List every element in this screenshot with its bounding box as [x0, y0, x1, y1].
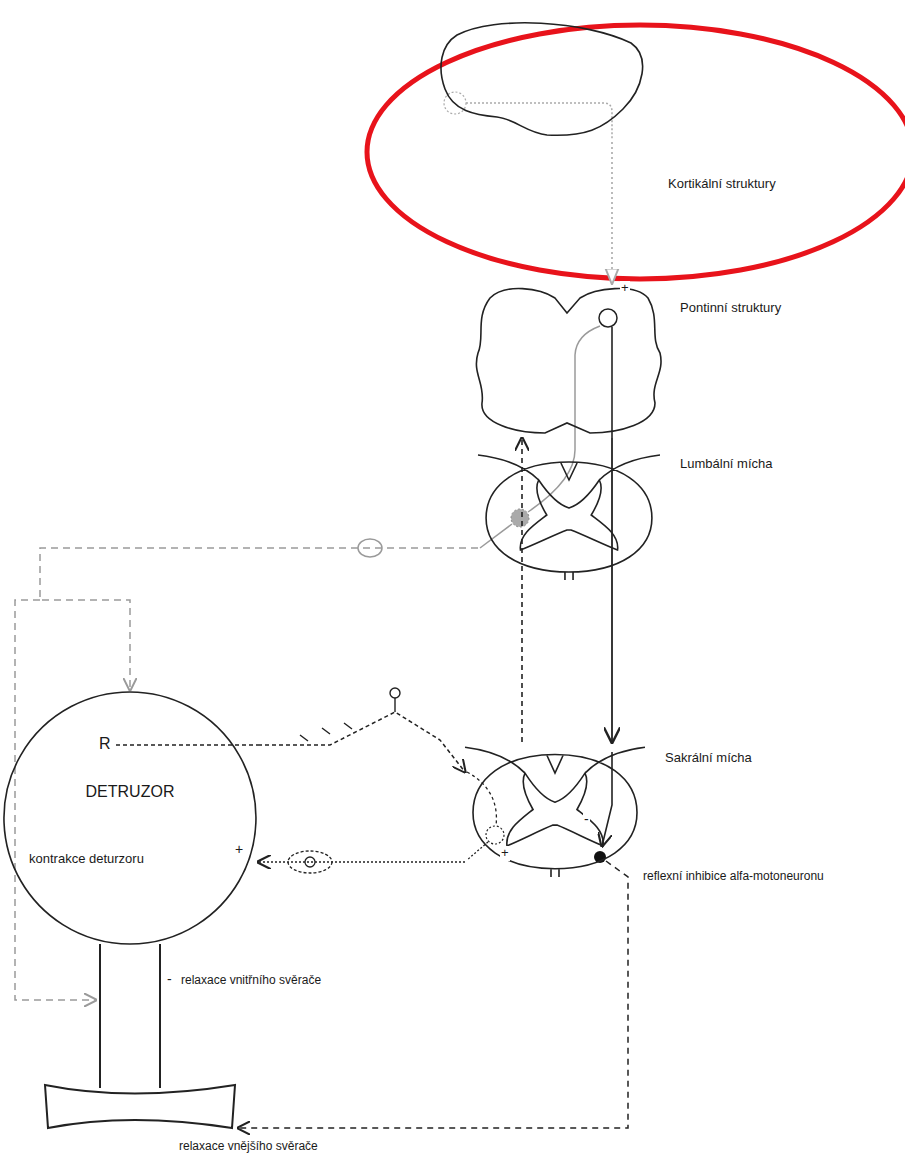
sphincter-branch	[15, 600, 96, 1000]
nerve-pathway	[258, 712, 465, 772]
pontine-axon	[611, 327, 613, 438]
effect-label: reflexní inhibice alfa-motoneuronu	[642, 870, 825, 884]
lumbar-neuron	[511, 509, 529, 527]
sign-label: +	[620, 281, 630, 296]
sign-label: -	[166, 971, 173, 987]
cord-shape	[465, 747, 645, 877]
pons-outline	[470, 283, 665, 438]
effect-label: relaxace vnějšího svěrače	[178, 1140, 319, 1154]
cortex-shape	[441, 23, 643, 135]
bladder-detrusor: DETRUZOR	[2, 690, 258, 946]
dorsal-root-ganglion	[390, 688, 400, 698]
sacral-neuron	[486, 826, 504, 844]
pons-shape	[476, 289, 661, 433]
sacral-afferent	[467, 772, 496, 826]
lumbar-input	[528, 450, 575, 512]
structure-heading: Lumbální mícha	[680, 456, 773, 472]
receptor-label: R	[98, 735, 112, 753]
structure-heading: Kortikální struktury	[668, 176, 776, 192]
nerve-pathway	[611, 438, 613, 742]
cord-outline	[465, 742, 645, 877]
effect-label: relaxace vnitřního svěrače	[180, 974, 322, 988]
organ-name: DETRUZOR	[86, 782, 175, 801]
bladder-neck	[100, 944, 160, 1088]
cord-outline	[478, 450, 660, 580]
cortical-structure: Kortikální struktury	[435, 15, 647, 142]
nerve-pathway	[611, 142, 613, 283]
pontine-structure: Pontinní struktury	[470, 283, 665, 438]
circle-shape	[4, 692, 256, 944]
spinal-cord-section: Lumbální mícha	[478, 450, 660, 580]
pontine-lumbar-axon	[575, 326, 600, 438]
ganglion-stalk	[394, 698, 395, 712]
effect-label: kontrakce deturzoru	[28, 852, 145, 867]
spinal-cord-section: Sakrální mícha	[465, 742, 645, 877]
nerve-pathway	[40, 548, 478, 690]
sign-label: +	[500, 846, 510, 861]
circle-outline	[2, 690, 258, 946]
pontine-neuron	[599, 309, 617, 327]
ganglion-cell	[305, 857, 315, 867]
lumbar-output	[480, 524, 512, 548]
structure-heading: Pontinní struktury	[680, 300, 781, 316]
structure-heading: Sakrální mícha	[665, 750, 752, 766]
cortical-axon	[466, 103, 612, 140]
sign-label: -	[583, 811, 590, 827]
sign-label: +	[234, 841, 244, 857]
nerve-pathway	[521, 438, 523, 742]
nerve-pathway	[258, 861, 465, 863]
somatic-efferent	[238, 861, 628, 1128]
highlight-ellipse	[367, 25, 905, 279]
cortex-outline	[435, 15, 647, 142]
cord-shape	[478, 455, 660, 580]
pelvic-ganglion	[288, 851, 332, 873]
receptor-fibre	[116, 744, 258, 746]
external-sphincter	[45, 1085, 235, 1128]
nerve-pathway	[574, 438, 576, 450]
